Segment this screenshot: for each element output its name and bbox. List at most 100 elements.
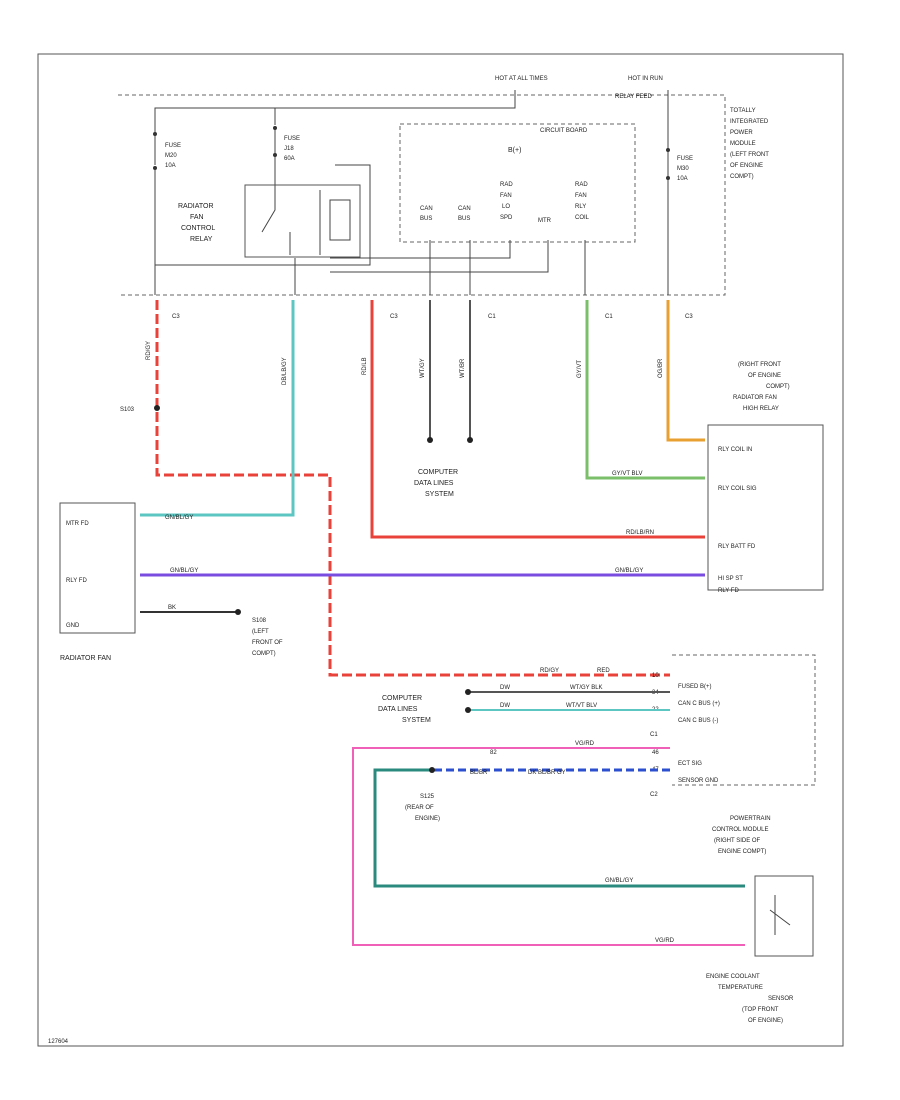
svg-text:COMPUTER: COMPUTER	[418, 469, 458, 476]
svg-text:SYSTEM: SYSTEM	[402, 717, 431, 724]
svg-text:ENGINE COMPT): ENGINE COMPT)	[718, 849, 766, 855]
svg-text:(LEFT FRONT: (LEFT FRONT	[730, 152, 769, 158]
svg-text:SYSTEM: SYSTEM	[425, 491, 454, 498]
svg-text:FAN: FAN	[190, 214, 204, 221]
svg-text:FRONT OF: FRONT OF	[252, 640, 283, 646]
svg-text:CAN: CAN	[420, 206, 433, 212]
can-bus-2-label: CAN BUS	[458, 206, 471, 222]
computer-data-lines-label: COMPUTER DATA LINES SYSTEM	[414, 469, 458, 498]
wire-red-batt	[370, 300, 705, 539]
radiator-fan-box	[59, 502, 136, 634]
svg-text:COMPT): COMPT)	[766, 384, 790, 390]
connector-c3a: C3	[172, 314, 180, 320]
radiator-fan-wire-b: GN/BL/GY	[170, 568, 198, 574]
pcm-sensor-gnd: SENSOR GND	[678, 778, 719, 784]
circuit-board-box	[399, 123, 636, 243]
svg-text:MODULE: MODULE	[730, 141, 756, 147]
svg-text:COMPT): COMPT)	[252, 651, 276, 657]
svg-text:(TOP FRONT: (TOP FRONT	[742, 1007, 779, 1013]
svg-text:FUSE: FUSE	[677, 156, 693, 162]
pcm-can-c-plus: CAN C BUS (+)	[678, 701, 720, 707]
pcm-wire-can2a: DW	[500, 703, 510, 709]
svg-text:RLY: RLY	[575, 204, 586, 210]
wire-green-coil-sig	[585, 300, 705, 480]
connector-c3c: C3	[685, 314, 693, 320]
svg-text:BUS: BUS	[458, 216, 470, 222]
svg-text:FUSE: FUSE	[284, 136, 300, 142]
fuse2: FUSE J18 60A	[273, 126, 300, 190]
svg-text:HI SP ST: HI SP ST	[718, 576, 743, 582]
splice-s125-label: S125 (REAR OF ENGINE)	[405, 794, 440, 822]
outer-frame	[37, 53, 844, 1047]
radiator-fan-high-relay	[707, 424, 824, 591]
svg-text:HIGH RELAY: HIGH RELAY	[743, 406, 779, 412]
pcm-wire-ect: VG/RD	[575, 741, 595, 747]
pcm-wire-can2b: WT/VT BLV	[566, 703, 597, 709]
pcm-pin1: 10	[652, 673, 659, 679]
svg-text:SENSOR: SENSOR	[768, 996, 794, 1002]
pcm-c2: C2	[650, 792, 658, 798]
svg-text:M30: M30	[677, 166, 689, 172]
relay-feed-label: RELAY FEED	[615, 94, 652, 100]
svg-text:(RIGHT SIDE OF: (RIGHT SIDE OF	[714, 838, 761, 844]
svg-text:OF ENGINE: OF ENGINE	[730, 163, 763, 169]
splice-s108-label: S108 (LEFT FRONT OF COMPT)	[252, 618, 283, 657]
pcm-can-minus-terminal	[465, 707, 471, 713]
pcm-can-plus-terminal	[465, 689, 471, 695]
rly-fd-label: RLY FD	[66, 578, 87, 584]
pcm-c1: C1	[650, 732, 658, 738]
radiator-fan-control-relay: RADIATOR FAN CONTROL RELAY	[155, 164, 371, 266]
svg-text:RAD: RAD	[575, 182, 588, 188]
splice-s125	[429, 767, 435, 773]
radiator-fan-wire-a: GN/BL/GY	[165, 515, 193, 521]
svg-text:J18: J18	[284, 146, 294, 152]
wire-orange-coil-in	[666, 300, 705, 442]
pcm-wire-fused: RD/GY	[540, 668, 559, 674]
wire-label-can-b: WT/BR	[460, 358, 466, 378]
pcm-title: POWERTRAIN CONTROL MODULE (RIGHT SIDE OF…	[712, 816, 771, 855]
pcm-wire-sg1: BL/BR	[470, 770, 488, 776]
footer-code: 127604	[48, 1039, 69, 1045]
circuit-board-wires	[330, 240, 586, 295]
svg-text:DATA LINES: DATA LINES	[378, 706, 418, 713]
wire-label-teal: DB/LB/GY	[282, 357, 288, 385]
rad-fan-rly-coil-label: RAD FAN RLY COIL	[575, 182, 590, 221]
connector-c1a: C1	[488, 314, 496, 320]
svg-text:(LEFT: (LEFT	[252, 629, 269, 635]
rly-batt-fd-label: RLY BATT FD	[718, 544, 756, 550]
svg-text:SPD: SPD	[500, 215, 513, 221]
wire-label-batt: RD/LB/RN	[626, 530, 654, 536]
svg-text:(REAR OF: (REAR OF	[405, 805, 434, 811]
svg-text:FAN: FAN	[500, 193, 512, 199]
ect-sensor-box	[754, 875, 814, 957]
wire-label-red: RD/GY	[146, 341, 152, 360]
svg-text:DATA LINES: DATA LINES	[414, 480, 454, 487]
svg-text:ENGINE COOLANT: ENGINE COOLANT	[706, 974, 760, 980]
wire-label-red-right: RD/LB	[362, 357, 368, 375]
connector-c3b: C3	[390, 314, 398, 320]
pcm-wire-red: RED	[597, 668, 610, 674]
svg-text:LO: LO	[502, 204, 510, 210]
wire-label-coil-sig: GY/VT BLV	[612, 471, 642, 477]
pcm-fused-b: FUSED B(+)	[678, 684, 712, 690]
svg-text:POWERTRAIN: POWERTRAIN	[730, 816, 771, 822]
bus-hot-at-all-times	[154, 90, 516, 133]
circuit-board-label: CIRCUIT BOARD	[540, 128, 588, 134]
pcm-ect-sig: ECT SIG	[678, 761, 702, 767]
svg-text:RAD: RAD	[500, 182, 513, 188]
fuse3: FUSE M30 10A	[666, 140, 693, 295]
svg-text:60A: 60A	[284, 156, 295, 162]
svg-text:S125: S125	[420, 794, 435, 800]
svg-text:RLY FD: RLY FD	[718, 588, 739, 594]
svg-text:S108: S108	[252, 618, 267, 624]
svg-text:COIL: COIL	[575, 215, 590, 221]
rad-fan-lo-spd-label: RAD FAN LO SPD	[500, 182, 513, 221]
pcm-can-c-minus: CAN C BUS (-)	[678, 718, 718, 724]
svg-text:RADIATOR FAN: RADIATOR FAN	[733, 395, 777, 401]
can-bus-1-label: CAN BUS	[420, 206, 433, 222]
ect-wire-top: GN/BL/GY	[605, 878, 633, 884]
radiator-fan-wire-c: BK	[168, 605, 176, 611]
svg-text:M20: M20	[165, 153, 177, 159]
